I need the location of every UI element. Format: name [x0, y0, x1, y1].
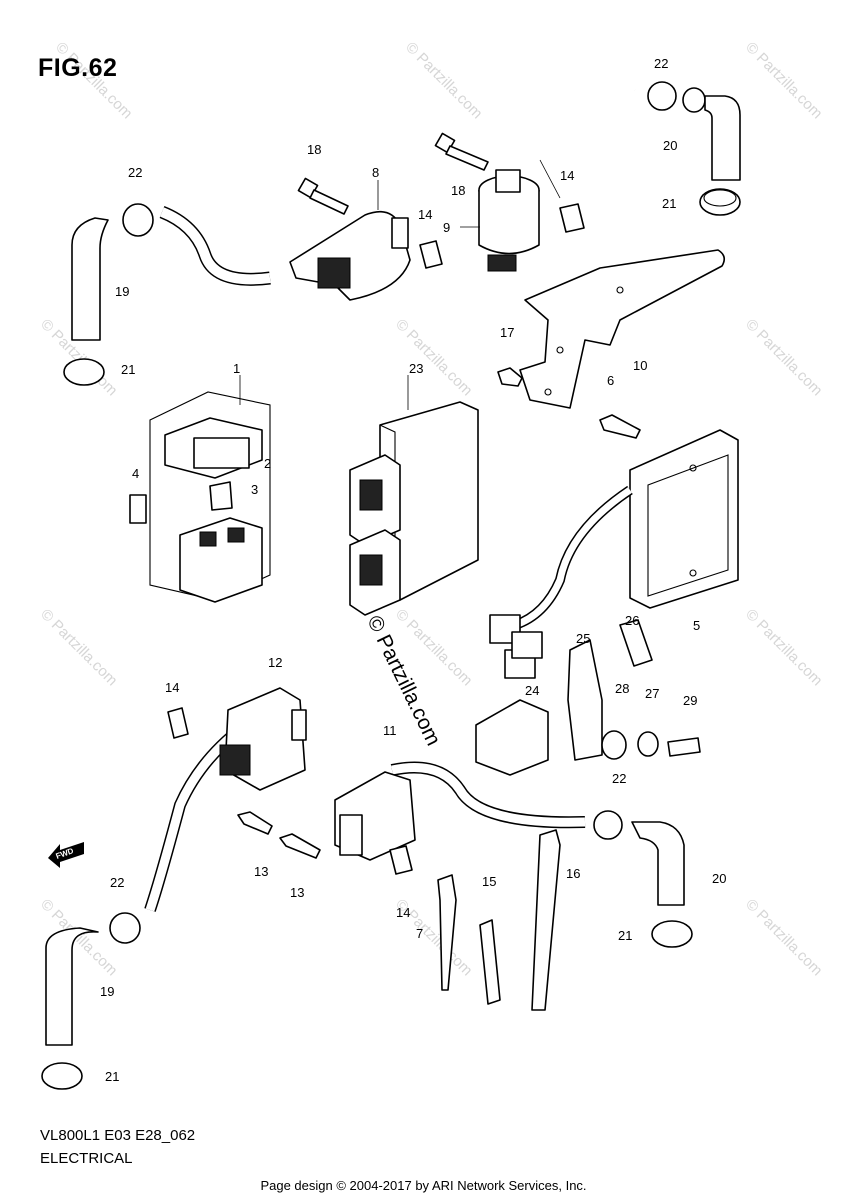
callout-23: 23 — [409, 361, 423, 376]
callout-22a: 22 — [654, 56, 668, 71]
bg-watermark: © Partzilla.com — [37, 606, 120, 689]
bolt-18-left — [297, 177, 349, 215]
spacer-14-d — [389, 845, 413, 875]
callout-20a: 20 — [663, 138, 677, 153]
callout-19b: 19 — [100, 984, 114, 999]
callout-14c: 14 — [165, 680, 179, 695]
callout-21d: 21 — [105, 1069, 119, 1084]
spacer-14-b — [419, 240, 443, 269]
callout-10: 10 — [633, 358, 647, 373]
model-code: VL800L1 E03 E28_062 — [40, 1127, 196, 1144]
ignition-coil-12-assembly — [41, 687, 307, 1090]
footer-copyright: Page design © 2004-2017 by ARI Network S… — [260, 1178, 587, 1193]
callout-17: 17 — [500, 325, 514, 340]
callout-5: 5 — [693, 618, 700, 633]
callout-18b: 18 — [451, 183, 465, 198]
callout-26: 26 — [625, 613, 639, 628]
bg-watermark: © Partzilla.com — [742, 896, 825, 979]
ignition-coil-9-assembly — [478, 78, 741, 272]
callout-22b: 22 — [128, 165, 142, 180]
callout-4: 4 — [132, 466, 139, 481]
bolt-17 — [497, 367, 523, 387]
callout-21a: 21 — [662, 196, 676, 211]
callout-20b: 20 — [712, 871, 726, 886]
callout-14b: 14 — [418, 207, 432, 222]
bg-watermark: © Partzilla.com — [742, 39, 825, 122]
ignition-coil-8-assembly — [63, 203, 411, 386]
callout-14d: 14 — [396, 905, 410, 920]
callout-29: 29 — [683, 693, 697, 708]
callout-leaders — [239, 159, 561, 410]
callout-21c: 21 — [618, 928, 632, 943]
callout-9: 9 — [443, 220, 450, 235]
spacer-14-a — [559, 203, 585, 233]
callout-7: 7 — [416, 926, 423, 941]
callout-27: 27 — [645, 686, 659, 701]
section-name: ELECTRICAL — [40, 1150, 133, 1167]
callout-6: 6 — [607, 373, 614, 388]
figure-title: FIG.62 — [38, 54, 118, 82]
bolt-18-upper — [434, 132, 489, 171]
callout-1: 1 — [233, 361, 240, 376]
callout-13a: 13 — [254, 864, 268, 879]
bg-watermark: © Partzilla.com — [742, 316, 825, 399]
callout-16: 16 — [566, 866, 580, 881]
callout-2: 2 — [264, 456, 271, 471]
callout-22c: 22 — [612, 771, 626, 786]
ignition-coil-11-assembly — [334, 761, 693, 948]
bg-watermark: © Partzilla.com — [402, 39, 485, 122]
starter-relay-group-1 — [129, 391, 271, 603]
bg-watermark: © Partzilla.com — [392, 316, 475, 399]
callout-22d: 22 — [110, 875, 124, 890]
callout-13b: 13 — [290, 885, 304, 900]
small-parts-24-29 — [475, 619, 701, 776]
clamps-7-15-16 — [437, 829, 561, 1011]
spacer-14-c — [167, 707, 189, 739]
callout-24: 24 — [525, 683, 539, 698]
regulator-rectifier-5 — [489, 429, 739, 679]
callout-25: 25 — [576, 631, 590, 646]
callout-8: 8 — [372, 165, 379, 180]
ecm-23 — [349, 401, 479, 616]
bolt-13-b — [279, 833, 321, 859]
bracket-10 — [519, 249, 726, 409]
bolt-13-a — [237, 811, 273, 835]
callout-15: 15 — [482, 874, 496, 889]
callout-19a: 19 — [115, 284, 129, 299]
callout-28: 28 — [615, 681, 629, 696]
bolt-6 — [599, 414, 641, 439]
fwd-arrow — [48, 842, 84, 868]
callout-14a: 14 — [560, 168, 574, 183]
callout-21b: 21 — [121, 362, 135, 377]
bg-watermark: © Partzilla.com — [742, 606, 825, 689]
callout-11: 11 — [383, 723, 397, 738]
callout-3: 3 — [251, 482, 258, 497]
callout-18a: 18 — [307, 142, 321, 157]
callout-12: 12 — [268, 655, 282, 670]
callout-labels: 1 2 3 4 5 6 7 8 9 10 11 12 13 13 14 14 1… — [55, 56, 727, 1084]
